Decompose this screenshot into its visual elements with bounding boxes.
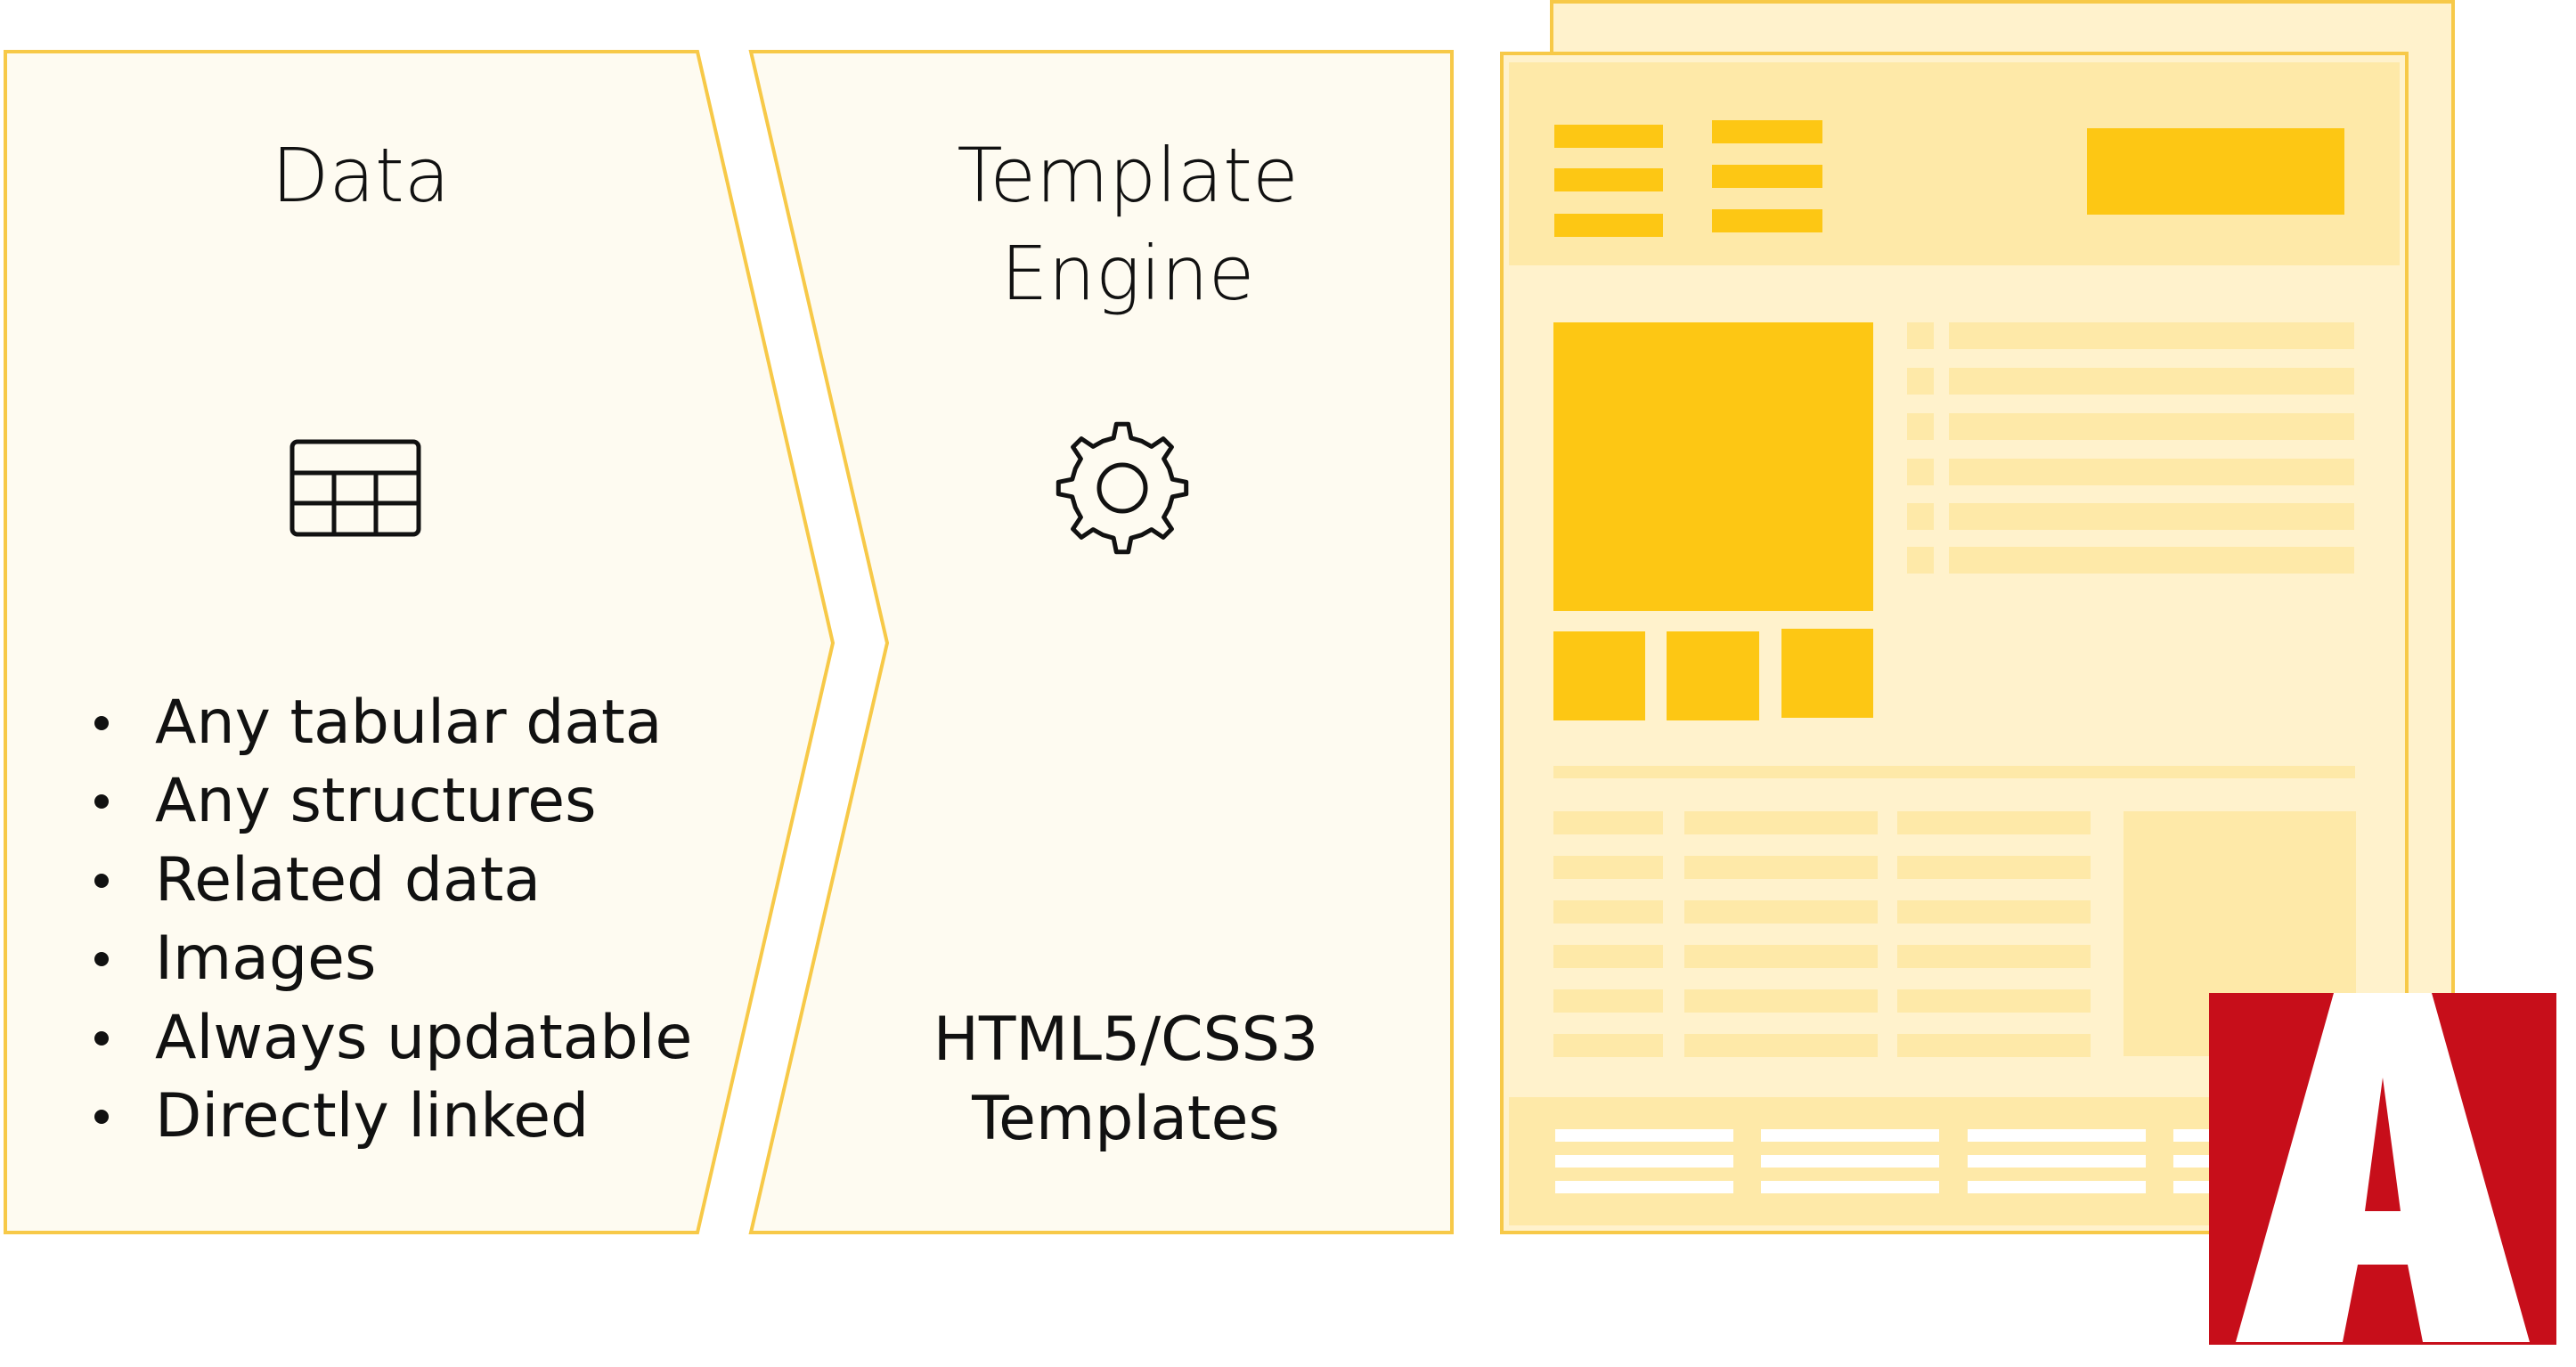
list-item: Images xyxy=(94,924,376,994)
list-item-text: Images xyxy=(155,924,376,994)
content-divider xyxy=(1553,766,2355,778)
bullet xyxy=(94,794,109,809)
list-item: Any tabular data xyxy=(94,688,662,758)
header-banner-block xyxy=(2087,128,2344,215)
engine-caption-line1: HTML5/CSS3 xyxy=(933,1005,1318,1075)
content-text-lines xyxy=(1907,322,2354,574)
list-item-text: Directly linked xyxy=(155,1081,589,1151)
data-panel-title: Data xyxy=(272,132,451,219)
list-item: Directly linked xyxy=(94,1081,589,1151)
table-column-lines xyxy=(1553,811,2091,1057)
data-feature-list: Any tabular data Any structures Related … xyxy=(94,688,692,1151)
engine-panel-title-line1: Template xyxy=(957,132,1298,219)
list-item-text: Any tabular data xyxy=(155,688,662,758)
gear-icon xyxy=(1056,421,1189,555)
list-item: Any structures xyxy=(94,766,597,836)
letter-a-logo xyxy=(2209,993,2556,1345)
list-item: Always updatable xyxy=(94,1003,692,1073)
bullet xyxy=(94,1110,109,1124)
list-item-text: Always updatable xyxy=(155,1003,692,1073)
bullet xyxy=(94,874,109,888)
header-menu-lines xyxy=(1554,120,1822,237)
bullet xyxy=(94,716,109,730)
engine-caption-line2: Templates xyxy=(971,1084,1280,1154)
bullet xyxy=(94,952,109,966)
thumbnail-blocks xyxy=(1553,629,1873,720)
data-panel: Data Any tabular data Any structures Rel… xyxy=(4,50,836,1234)
table-grid-icon xyxy=(289,439,421,537)
list-item: Related data xyxy=(94,845,541,915)
logo-letter-a xyxy=(2236,993,2530,1342)
list-item-text: Any structures xyxy=(155,766,597,836)
bullet xyxy=(94,1031,109,1046)
template-engine-panel: Template Engine HTML5/CSS3 Templates xyxy=(748,50,1454,1234)
engine-panel-shape xyxy=(748,50,1454,1234)
main-image-block xyxy=(1553,322,1873,611)
data-panel-shape xyxy=(4,50,836,1234)
engine-panel-title-line2: Engine xyxy=(1001,230,1255,317)
list-item-text: Related data xyxy=(155,845,541,915)
document-layout-illustration xyxy=(1500,0,2455,1234)
